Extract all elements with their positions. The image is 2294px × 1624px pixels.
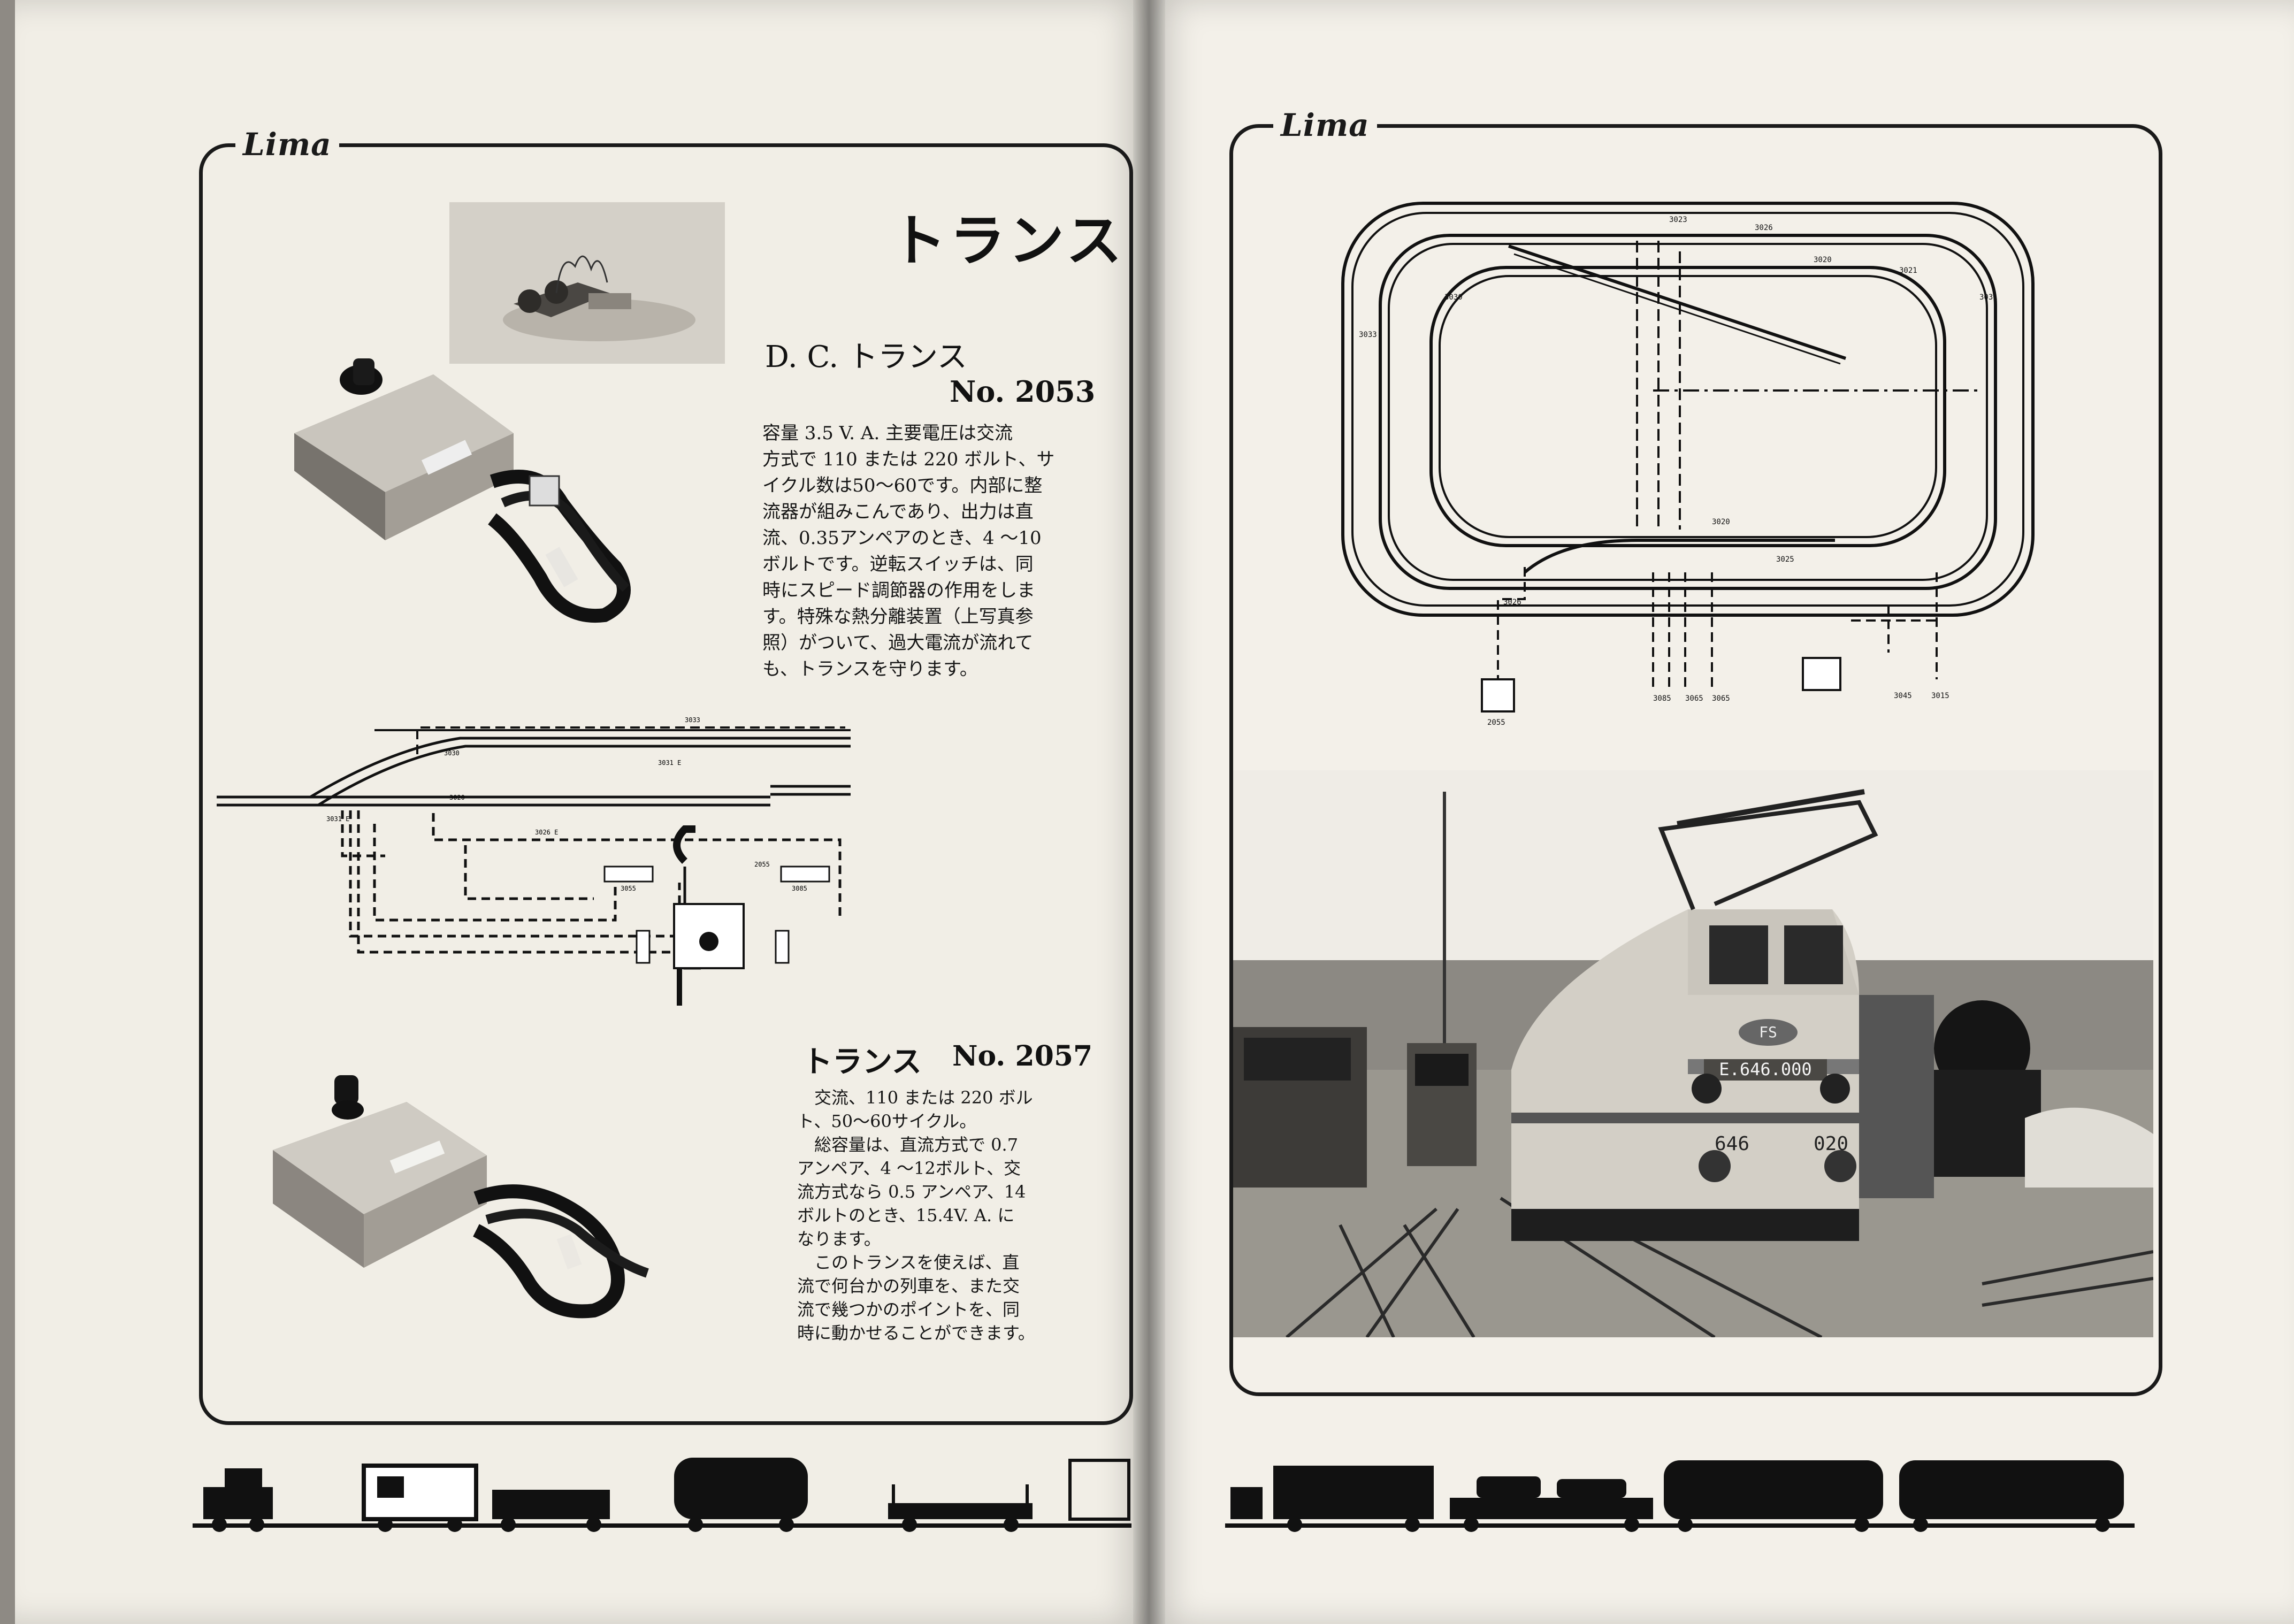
right-page-photo-frame [1229,741,2162,1396]
page-title: トランス [891,208,1125,273]
dc-transformer-heading: D. C. トランス [765,340,967,374]
svg-text:3015: 3015 [1931,692,1949,700]
heat-separator-photo [449,202,725,364]
svg-text:3030: 3030 [444,749,460,757]
locomotive-emblem: FS [1759,1023,1777,1041]
dc-transformer-number: No. 2053 [950,374,1096,409]
ac-transformer-description: 交流、110 または 220 ボル ト、50〜60サイクル。 総容量は、直流方式… [797,1087,1035,1343]
svg-text:3021: 3021 [1899,266,1917,275]
lima-logo-right: Lima [1273,107,1377,143]
svg-text:2055: 2055 [754,861,770,868]
svg-text:3026: 3026 [1503,598,1521,607]
svg-text:3031: 3031 [1979,293,1998,302]
svg-text:3085: 3085 [1653,694,1671,703]
svg-text:3065: 3065 [1685,694,1703,703]
svg-text:3065: 3065 [1712,694,1730,703]
dc-transformer-description: 容量 3.5 V. A. 主要電圧は交流 方式で 110 または 220 ボルト… [762,423,1055,680]
dc-transformer-2053-photo [294,358,631,623]
locomotive-number-plate: E.646.000 [1719,1059,1811,1079]
svg-text:3031 E: 3031 E [658,759,681,767]
svg-text:3020: 3020 [1712,518,1730,526]
lima-logo-left: Lima [235,126,339,163]
left-page-frame [199,143,1133,1425]
svg-text:3025: 3025 [1776,555,1794,564]
ac-transformer-number: No. 2057 [952,1040,1093,1073]
right-page-top-frame [1229,124,2162,743]
book-spine [1133,0,1165,1624]
svg-text:3033: 3033 [685,716,700,724]
svg-text:3085: 3085 [792,885,807,892]
ac-transformer-2057-photo [273,1075,649,1319]
locomotive-depot-photo: FS E.646.000 646 020 [1233,770,2153,1337]
svg-text:3033: 3033 [1359,331,1377,339]
right-train-silhouette-strip [1225,1460,2135,1532]
svg-text:3031 E: 3031 E [326,815,349,823]
transformer-wiring-diagram: 3031 E 3033 3030 3031 E 3020 2055 3026 E… [217,716,851,1006]
svg-text:3045: 3045 [1894,692,1912,700]
svg-text:3026: 3026 [1755,224,1773,232]
svg-text:3020: 3020 [1814,256,1832,264]
svg-text:3020: 3020 [449,794,465,801]
left-train-silhouette-strip [193,1458,1131,1532]
track-layout-plan: 3023 3026 3020 3021 3031 3030 3033 3020 … [1341,202,2035,727]
svg-text:3030: 3030 [1444,293,1463,302]
svg-text:3055: 3055 [621,885,636,892]
svg-text:2055: 2055 [1487,718,1505,727]
ac-transformer-heading: トランス [802,1045,922,1079]
svg-text:3023: 3023 [1669,216,1687,224]
svg-text:3026 E: 3026 E [535,829,558,836]
